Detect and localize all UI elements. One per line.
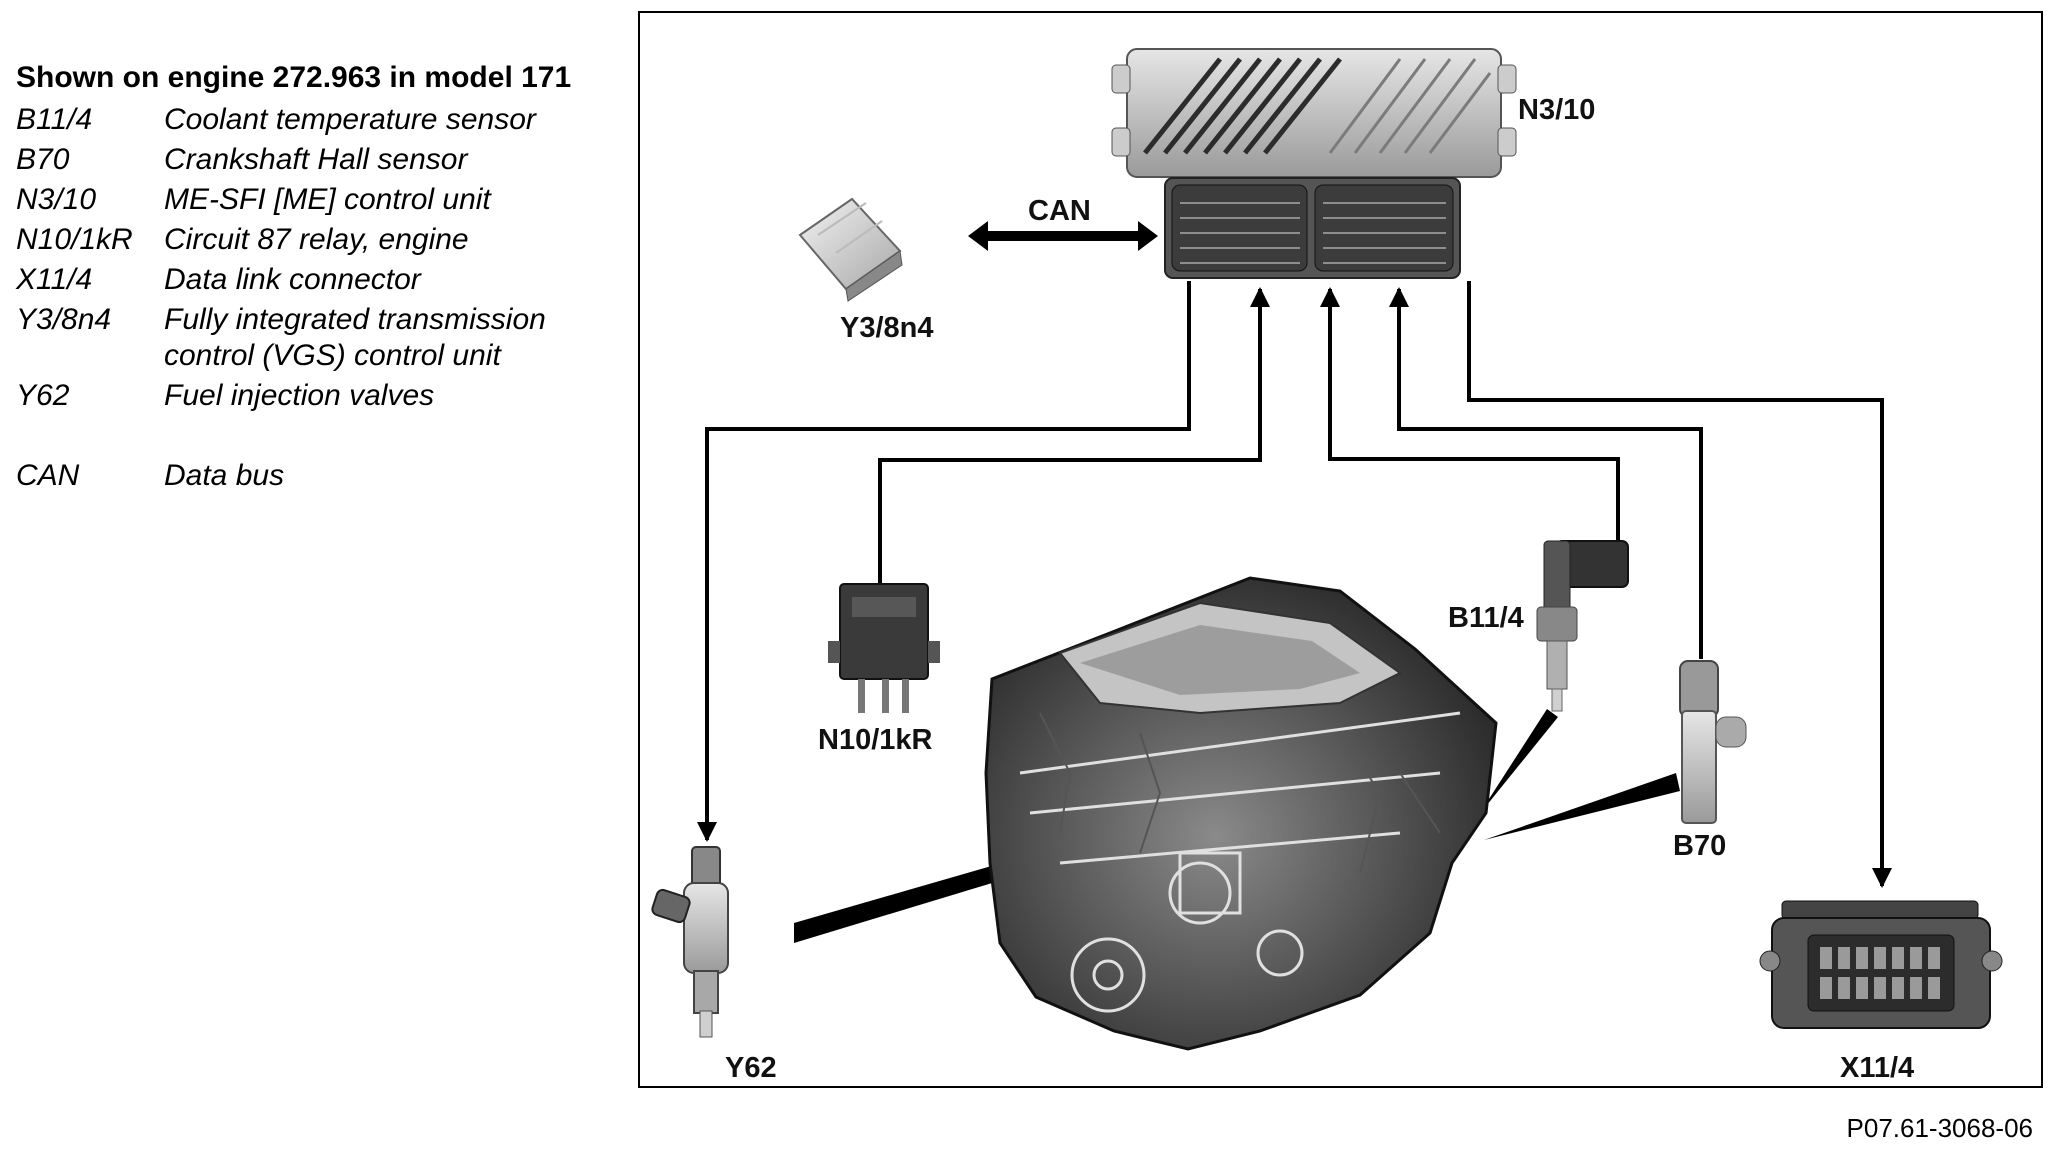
legend-row: N10/1kR Circuit 87 relay, engine <box>16 222 626 258</box>
sensor-b70 <box>1679 660 1747 824</box>
legend-row: CAN Data bus <box>16 458 626 494</box>
label-y62: Y62 <box>725 1052 777 1084</box>
pointer-b11-4 <box>1478 709 1558 816</box>
ecu-n3-10 <box>1111 48 1517 279</box>
label-y3-8n4: Y3/8n4 <box>840 312 934 344</box>
component-legend: Shown on engine 272.963 in model 171 B11… <box>16 58 626 494</box>
diagram-canvas: N3/10 Y3/8n4 CAN <box>651 48 2003 1084</box>
wiring-diagram: N3/10 Y3/8n4 CAN <box>638 11 2043 1088</box>
legend-description: ME-SFI [ME] control unit <box>164 183 491 216</box>
legend-description: Coolant temperature sensor <box>164 103 536 136</box>
legend-description: Data bus <box>164 459 285 492</box>
legend-code: N3/10 <box>16 183 97 216</box>
legend-row: Y3/8n4 Fully integrated transmission cont… <box>16 302 626 374</box>
legend-description: Crankshaft Hall sensor <box>164 143 468 176</box>
legend-code: Y62 <box>16 379 70 412</box>
engine-image <box>984 576 1498 1051</box>
legend-code: N10/1kR <box>16 223 133 256</box>
legend-description: Data link connector <box>164 263 421 296</box>
legend-code: B11/4 <box>16 103 93 136</box>
injector-y62 <box>651 846 729 1038</box>
legend-row: Y62 Fuel injection valves <box>16 378 626 414</box>
legend-code: Y3/8n4 <box>16 303 112 336</box>
label-n10-1kr: N10/1kR <box>818 724 933 756</box>
label-b11-4: B11/4 <box>1448 602 1524 634</box>
connector-x11-4 <box>1759 900 2003 1029</box>
legend-row: X11/4 Data link connector <box>16 262 626 298</box>
label-x11-4: X11/4 <box>1840 1052 1914 1084</box>
legend-description: Fully integrated transmission control (V… <box>164 303 546 372</box>
legend-title: Shown on engine 272.963 in model 171 <box>16 61 572 94</box>
legend-description: Fuel injection valves <box>164 379 435 412</box>
label-b70: B70 <box>1673 830 1726 862</box>
legend-description: Circuit 87 relay, engine <box>164 223 469 256</box>
legend-row: N3/10 ME-SFI [ME] control unit <box>16 182 626 218</box>
figure-code: P07.61-3068-06 <box>1846 1113 2033 1143</box>
tcu-y3-8n4 <box>798 197 903 302</box>
legend-code: CAN <box>16 459 80 492</box>
label-can: CAN <box>1028 195 1091 227</box>
sensor-b11-4 <box>1536 540 1629 712</box>
legend-code: B70 <box>16 143 70 176</box>
relay-n10-1kr <box>828 583 940 713</box>
wiring-lines <box>697 281 1892 888</box>
legend-row: B11/4 Coolant temperature sensor <box>16 102 626 138</box>
label-n3-10: N3/10 <box>1518 94 1595 126</box>
can-bus-link <box>968 221 1158 251</box>
pointer-b70 <box>1484 773 1680 840</box>
legend-row: B70 Crankshaft Hall sensor <box>16 142 626 178</box>
legend-code: X11/4 <box>16 263 93 296</box>
